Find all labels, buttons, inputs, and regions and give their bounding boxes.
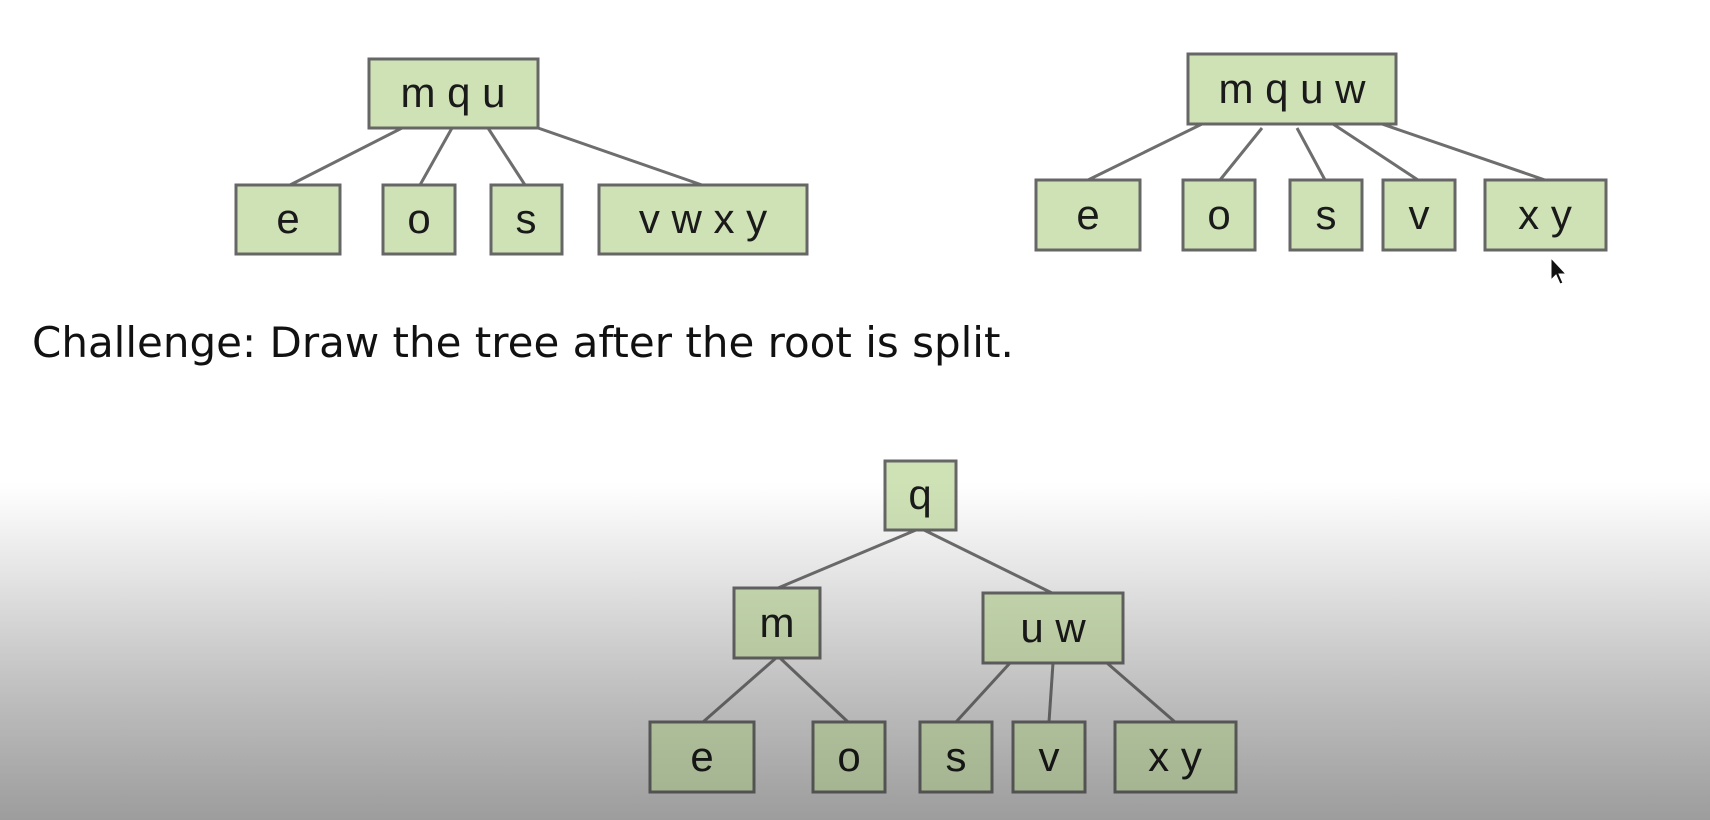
tree-c-leaf-node: e <box>648 720 756 794</box>
tree-c: q m u w e o s v x y <box>648 459 1238 794</box>
tree-a-child-label: o <box>407 195 430 242</box>
edge-c-e <box>702 656 777 724</box>
tree-a-child-node: e <box>234 183 342 256</box>
tree-c-right-label: u w <box>1020 604 1086 651</box>
tree-b-child-label: o <box>1207 191 1230 238</box>
tree-b-child-label: s <box>1316 191 1337 238</box>
tree-c-leaf-node: o <box>811 720 887 794</box>
tree-b-child-label: v <box>1409 191 1430 238</box>
tree-c-right-node: u w <box>981 591 1125 665</box>
edge-c-v <box>1047 662 1055 723</box>
edge-b-s <box>1295 127 1327 181</box>
challenge-caption: Challenge: Draw the tree after the root … <box>32 318 1014 367</box>
tree-c-leaf-node: v <box>1011 720 1087 794</box>
edge-b-v <box>1332 122 1419 182</box>
tree-a: m q u e o s v w x y <box>234 57 809 256</box>
edge-c-uw <box>923 528 1053 595</box>
tree-b-root-node: m q u w <box>1186 52 1398 126</box>
tree-c-leaf-label: s <box>946 733 967 780</box>
tree-a-child-label: e <box>276 195 299 242</box>
tree-c-leaf-node: s <box>918 720 994 794</box>
tree-b-child-label: x y <box>1518 191 1572 238</box>
tree-c-root-label: q <box>908 471 931 518</box>
edge-a-e <box>289 126 403 187</box>
edge-c-s <box>954 661 1012 724</box>
tree-b-child-node: x y <box>1483 178 1608 252</box>
tree-c-leaf-label: x y <box>1148 733 1202 780</box>
tree-a-root-label: m q u <box>400 69 505 116</box>
tree-a-child-node: v w x y <box>597 183 809 256</box>
edge-c-xy <box>1106 661 1176 724</box>
tree-b-child-node: v <box>1381 178 1457 252</box>
tree-b-child-label: e <box>1076 191 1099 238</box>
tree-c-left-node: m <box>732 586 822 660</box>
tree-c-left-label: m <box>760 599 795 646</box>
tree-b-root-label: m q u w <box>1218 65 1366 112</box>
tree-c-leaf-label: e <box>690 733 713 780</box>
edge-a-vwxy <box>537 126 703 187</box>
edge-b-o <box>1218 127 1264 181</box>
edge-c-o <box>778 656 850 724</box>
tree-a-child-label: s <box>516 195 537 242</box>
tree-a-child-label: v w x y <box>639 195 767 242</box>
tree-c-leaf-label: v <box>1039 733 1060 780</box>
mouse-cursor-icon <box>1550 256 1568 285</box>
tree-c-leaf-label: o <box>837 733 860 780</box>
tree-a-child-node: o <box>381 183 457 256</box>
tree-c-leaf-node: x y <box>1113 720 1238 794</box>
tree-b-child-node: s <box>1288 178 1364 252</box>
tree-a-root-node: m q u <box>367 57 540 130</box>
tree-b-child-node: o <box>1181 178 1257 252</box>
edge-b-xy <box>1381 122 1546 182</box>
tree-b: m q u w e o s v x y <box>1034 52 1608 252</box>
edge-c-m <box>777 528 917 590</box>
edge-b-e <box>1087 122 1203 182</box>
edge-a-s <box>486 127 527 186</box>
tree-b-child-node: e <box>1034 178 1142 252</box>
tree-a-child-node: s <box>489 183 564 256</box>
edge-a-o <box>418 127 454 186</box>
tree-c-root-node: q <box>883 459 958 532</box>
